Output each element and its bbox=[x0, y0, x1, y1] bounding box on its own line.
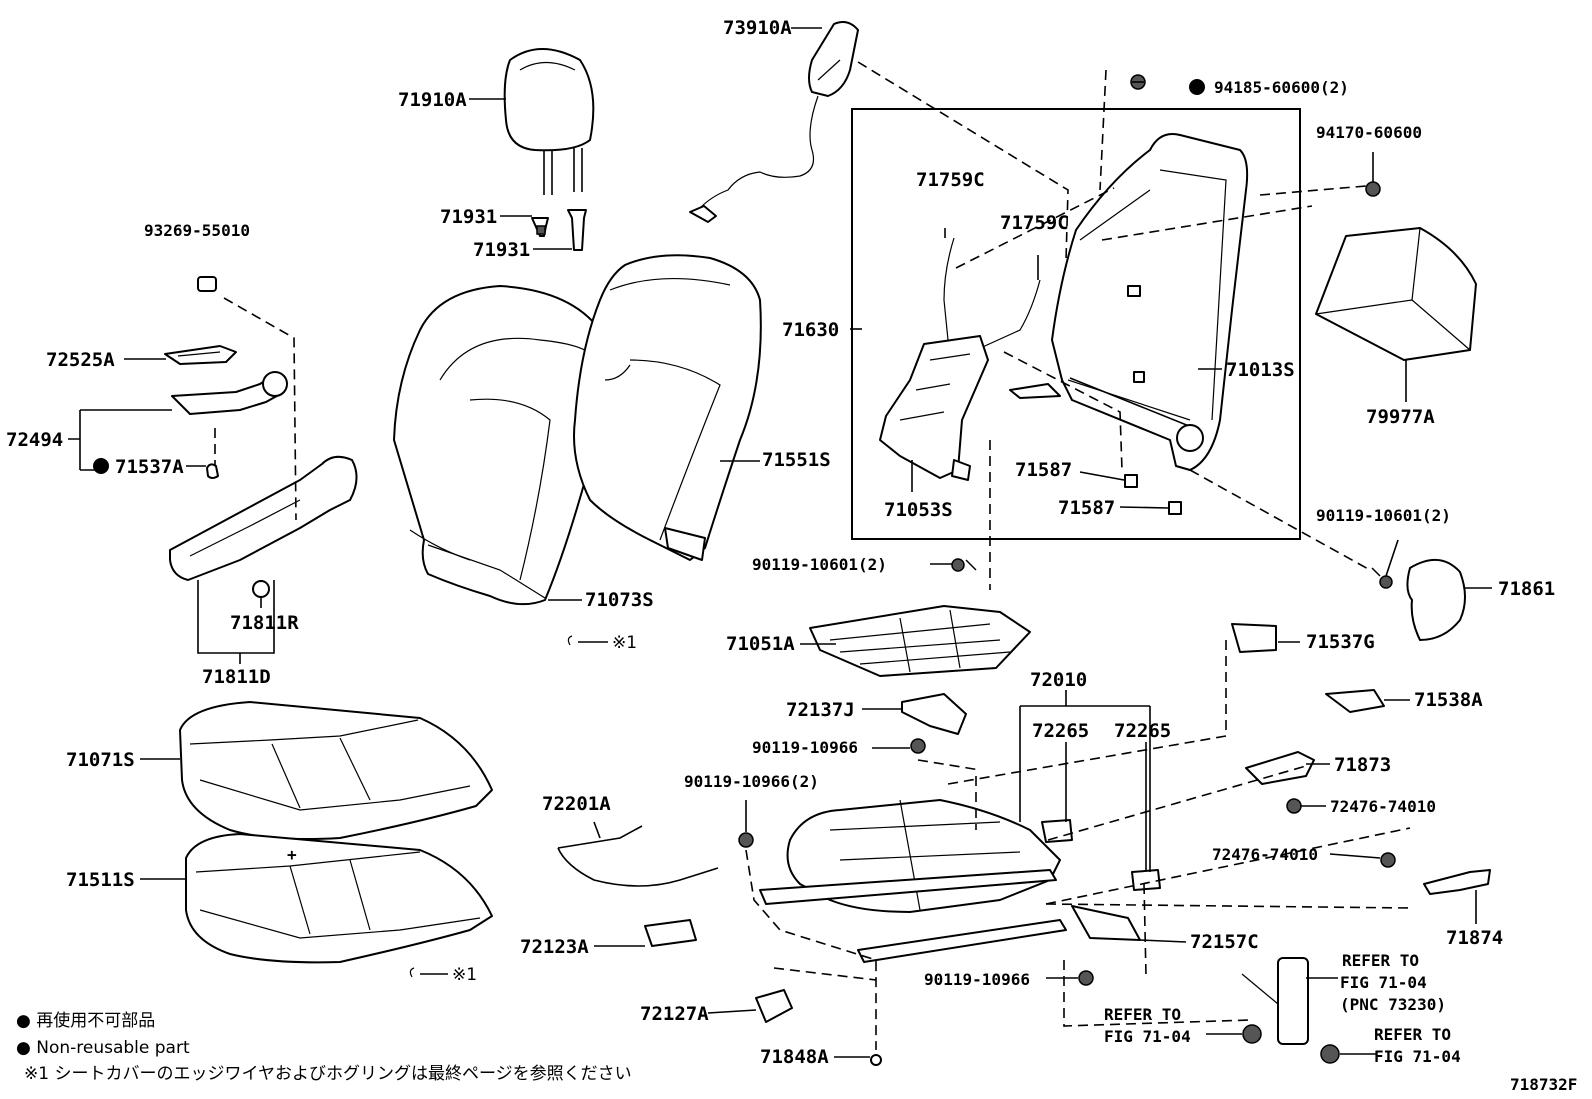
note-mark-1-b: ※1 bbox=[452, 965, 477, 985]
label-72123A: 72123A bbox=[520, 936, 589, 958]
non-reusable-marker bbox=[1189, 79, 1205, 95]
label-71861: 71861 bbox=[1498, 578, 1555, 600]
non-reusable-marker bbox=[93, 458, 109, 474]
label-71630: 71630 bbox=[782, 319, 839, 341]
label-71053S: 71053S bbox=[884, 499, 953, 521]
label-90119-10966-2: 90119-10966(2) bbox=[684, 772, 819, 791]
refer-fig-1-line1: REFER TO bbox=[1342, 951, 1419, 970]
label-72265-a: 72265 bbox=[1032, 720, 1089, 742]
refer-fig-1-line3: (PNC 73230) bbox=[1340, 995, 1446, 1014]
recliner-cover-drawing bbox=[164, 276, 358, 598]
seatback-pad-drawing bbox=[393, 285, 607, 606]
wire-drawing bbox=[557, 825, 719, 887]
seat-spring-drawing bbox=[809, 605, 1031, 677]
label-72476-74010-a: 72476-74010 bbox=[1330, 797, 1436, 816]
label-71759C-b: 71759C bbox=[1000, 212, 1069, 234]
seatback-cover-drawing bbox=[573, 254, 762, 561]
leader-lines bbox=[68, 27, 1492, 1058]
headrest-guides bbox=[531, 209, 587, 251]
side-airbag-drawing bbox=[689, 21, 859, 223]
label-71848A: 71848A bbox=[760, 1046, 829, 1068]
svg-text:+: + bbox=[287, 845, 297, 864]
label-94185-60600: 94185-60600(2) bbox=[1214, 78, 1349, 97]
legend-jp: ● 再使用不可部品 bbox=[16, 1010, 155, 1031]
footnote: ※1 シートカバーのエッジワイヤおよびホグリングは最終ページを参照ください bbox=[24, 1064, 632, 1084]
label-71910A: 71910A bbox=[398, 89, 467, 111]
label-90119-10966-bottom: 90119-10966 bbox=[924, 970, 1030, 989]
refer-fig-3-line2: FIG 71-04 bbox=[1374, 1047, 1461, 1066]
label-71538A: 71538A bbox=[1414, 689, 1483, 711]
label-72201A: 72201A bbox=[542, 793, 611, 815]
label-71537G: 71537G bbox=[1306, 631, 1375, 653]
label-71811R: 71811R bbox=[230, 612, 299, 634]
label-71931-lower: 71931 bbox=[473, 239, 530, 261]
seat-cushion-drawing bbox=[179, 701, 493, 840]
refer-fig-2-line2: FIG 71-04 bbox=[1104, 1027, 1191, 1046]
label-72476-74010-b: 72476-74010 bbox=[1212, 845, 1318, 864]
label-72157C: 72157C bbox=[1190, 931, 1259, 953]
note-mark-1-a: ※1 bbox=[612, 633, 637, 653]
label-71537A: 71537A bbox=[115, 456, 184, 478]
label-72127A: 72127A bbox=[640, 1003, 709, 1025]
frame-group-box bbox=[851, 108, 1301, 540]
label-90119-10601-left: 90119-10601(2) bbox=[752, 555, 887, 574]
label-71587-b: 71587 bbox=[1058, 497, 1115, 519]
label-71051A: 71051A bbox=[726, 633, 795, 655]
reference-lines bbox=[214, 61, 1411, 1050]
lumbar-support-drawing bbox=[879, 237, 1041, 481]
label-72494: 72494 bbox=[6, 429, 63, 451]
label-71931-upper: 71931 bbox=[440, 206, 497, 228]
seatback-frame-drawing bbox=[1009, 133, 1249, 471]
label-71551S: 71551S bbox=[762, 449, 831, 471]
label-79977A: 79977A bbox=[1366, 406, 1435, 428]
label-90119-10601-right: 90119-10601(2) bbox=[1316, 506, 1451, 525]
seat-adjuster-drawing bbox=[644, 623, 1491, 1066]
label-71587-a: 71587 bbox=[1015, 459, 1072, 481]
seat-cover-drawing: + bbox=[185, 833, 493, 964]
refer-fig-3-line1: REFER TO bbox=[1374, 1025, 1451, 1044]
legend-en: ● Non-reusable part bbox=[16, 1038, 190, 1058]
label-72010: 72010 bbox=[1030, 669, 1087, 691]
label-71874: 71874 bbox=[1446, 927, 1503, 949]
refer-fig-1-line2: FIG 71-04 bbox=[1340, 973, 1427, 992]
knob-cover-drawing bbox=[1406, 559, 1466, 641]
refer-fig-2-line1: REFER TO bbox=[1104, 1005, 1181, 1024]
label-73910A: 73910A bbox=[723, 17, 792, 39]
diagram-id: 718732F bbox=[1510, 1075, 1577, 1094]
back-board-drawing bbox=[1315, 227, 1477, 361]
label-71511S: 71511S bbox=[66, 869, 135, 891]
label-72525A: 72525A bbox=[46, 349, 115, 371]
label-71071S: 71071S bbox=[66, 749, 135, 771]
label-94170-60600: 94170-60600 bbox=[1316, 123, 1422, 142]
label-71759C-a: 71759C bbox=[916, 169, 985, 191]
label-72265-b: 72265 bbox=[1114, 720, 1171, 742]
label-71013S: 71013S bbox=[1226, 359, 1295, 381]
label-93269-55010: 93269-55010 bbox=[144, 221, 250, 240]
label-72137J: 72137J bbox=[786, 699, 855, 721]
label-71073S: 71073S bbox=[585, 589, 654, 611]
headrest-drawing bbox=[503, 48, 595, 195]
label-90119-10966-top: 90119-10966 bbox=[752, 738, 858, 757]
label-71873: 71873 bbox=[1334, 754, 1391, 776]
label-71811D: 71811D bbox=[202, 666, 271, 688]
